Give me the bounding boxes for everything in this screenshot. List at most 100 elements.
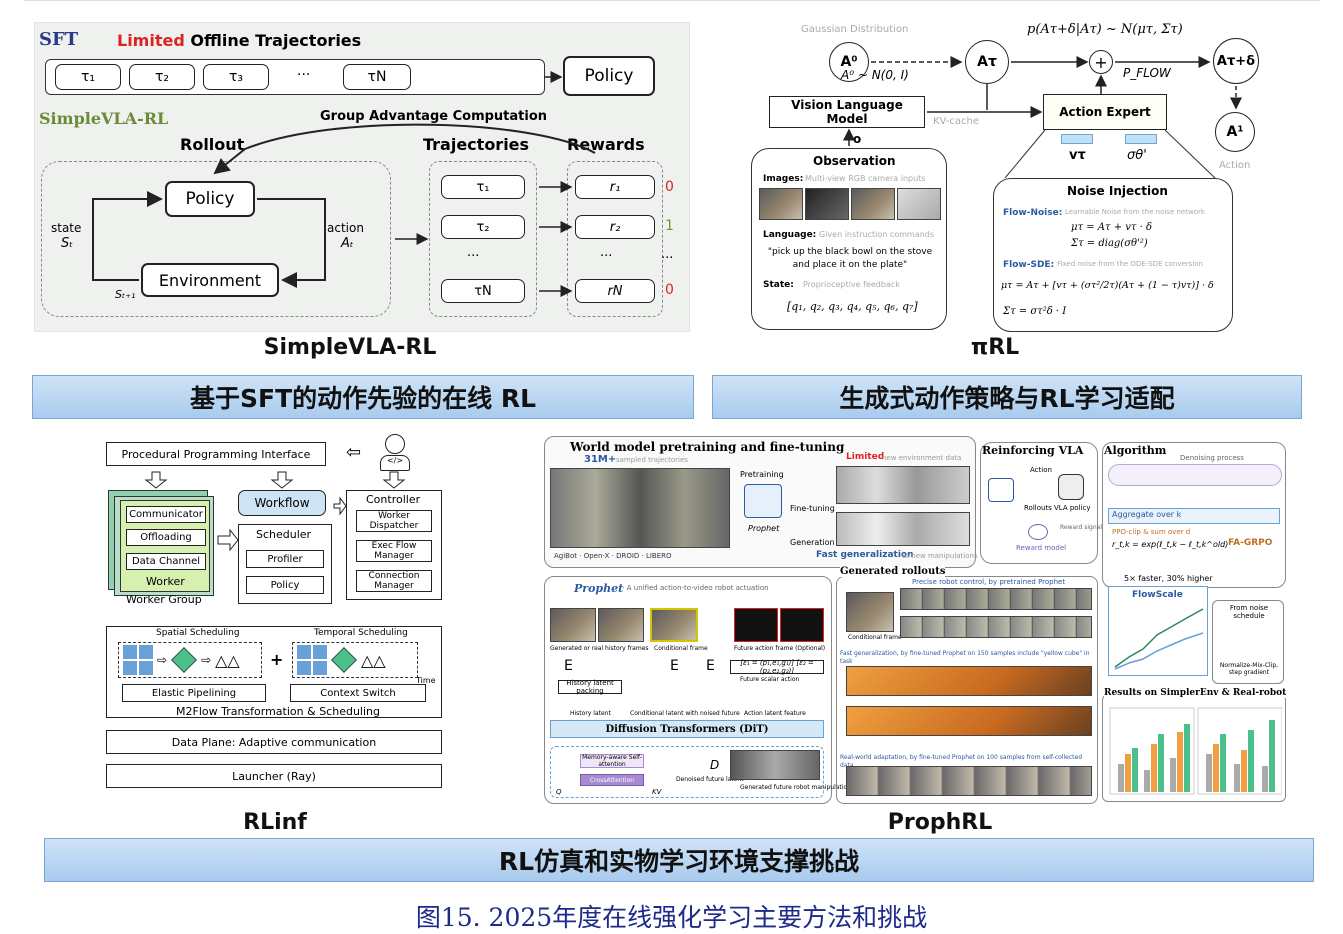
flow-sde-eq-2: Στ = στ²δ · I <box>1003 306 1067 317</box>
action-latent-label: Action latent feature <box>744 710 806 717</box>
reinforcing-vla-box <box>980 442 1098 564</box>
sum-node: + <box>1089 50 1113 74</box>
dit-detail-box <box>550 746 824 798</box>
ppi-arrow-icon: ⇦ <box>346 442 362 463</box>
data-channel-box: Data Channel <box>126 553 206 570</box>
simplevla-rl-figure: SFT Limited Offline Trajectories τ₁ τ₂ τ… <box>34 22 690 332</box>
pirl-arrows <box>843 56 1242 179</box>
history-frame-1 <box>550 608 596 642</box>
observation-box <box>751 148 947 330</box>
temporal-schedule-diagram: △△ <box>292 642 418 678</box>
flow-noise-eq-2: Στ = diag(σθ'²) <box>1071 238 1148 249</box>
fastgen-row-1 <box>846 666 1092 696</box>
denoising-label: Denoising process <box>1180 454 1244 462</box>
figure-caption: 图15. 2025年度在线强化学习主要方法和挑战 <box>415 903 928 932</box>
ratio-eq: r_t,k = exp(ℓ_t,k − ℓ_t,k^old) <box>1112 540 1229 549</box>
tau-ellipsis: ··· <box>297 67 311 83</box>
plus-icon: + <box>270 650 284 669</box>
logo-droid: DROID <box>616 552 640 560</box>
denoising-chain <box>1108 464 1282 486</box>
pretraining-mosaic <box>550 468 730 548</box>
history-frame-2 <box>598 608 644 642</box>
offloading-box: Offloading <box>126 529 206 546</box>
precise-row-1 <box>900 588 1092 610</box>
images-label: Images: <box>763 174 804 184</box>
vlm-box: Vision Language Model <box>769 96 925 128</box>
rlinf-caption: RLinf <box>243 810 307 835</box>
tau-1: τ₁ <box>55 64 121 90</box>
kv-label: KV <box>652 788 662 796</box>
flow-sde-desc: Fixed noise from the ODE-SDE conversion <box>1057 260 1203 268</box>
reinforcing-title: Reinforcing VLA <box>982 444 1084 457</box>
trajectories-label: Trajectories <box>423 135 530 154</box>
sigma-label: σθ' <box>1127 148 1147 163</box>
prophrl-figure: World model pretraining and fine-tuning … <box>540 432 1290 807</box>
data-plane-box: Data Plane: Adaptive communication <box>106 730 442 754</box>
flowscale-plot <box>1108 586 1208 676</box>
generated-rollouts-box <box>836 576 1098 804</box>
rf-reward-signal: Reward signal <box>1060 524 1102 531</box>
a0-distribution: A⁰ ~ N(0, I) <box>841 68 909 82</box>
banner-generative-policy: 生成式动作策略与RL学习适配 <box>712 375 1302 419</box>
action-expert-box: Action Expert <box>1043 94 1167 130</box>
rlinf-arrows <box>144 471 406 552</box>
transition-eq: p(Aτ+δ|Aτ) ~ N(μτ, Στ) <box>1027 22 1183 37</box>
gen-rollouts-title: Generated rollouts <box>840 566 946 577</box>
spatial-schedule-diagram: ⇨ ⇨ △△ <box>118 642 262 678</box>
future-frame-1 <box>734 608 778 642</box>
action-label: action <box>327 221 364 235</box>
rf-action-label: Action <box>1030 466 1052 474</box>
reward-value-ellipsis: ··· <box>661 251 674 266</box>
flow-noise-eq-1: μτ = Aτ + vτ · δ <box>1071 222 1152 233</box>
prophet-robot-icon <box>744 484 782 518</box>
observation-title: Observation <box>813 154 896 168</box>
real-world-label: Real-world adaptation, by fine-tuned Pro… <box>840 754 1083 769</box>
state-symbol: Sₜ <box>61 236 74 251</box>
m2flow-label: M2Flow Transformation & Scheduling <box>176 705 380 718</box>
group-advantage-label: Group Advantage Computation <box>320 109 548 124</box>
reward-ellipsis: ··· <box>600 249 613 264</box>
future-scalar-label: Future scalar action <box>740 676 800 683</box>
connection-manager-box: Connection Manager <box>356 570 432 592</box>
temporal-label: Temporal Scheduling <box>314 628 408 638</box>
spatial-label: Spatial Scheduling <box>156 628 240 638</box>
aggregate-box <box>1108 508 1280 524</box>
q-label: Q <box>556 788 562 796</box>
generated-future-label: Generated future robot manipulation <box>740 784 851 791</box>
encoder-e3: E <box>706 658 715 674</box>
encoder-e1: E <box>564 658 573 674</box>
worker-dispatcher-box: Worker Dispatcher <box>356 510 432 532</box>
memory-attention-box: Memory-aware Self-attention <box>580 754 644 768</box>
obs-image-1 <box>759 188 803 220</box>
action-symbol: Aₜ <box>341 236 354 251</box>
prophet-label: Prophet <box>748 524 780 533</box>
noise-injection-title: Noise Injection <box>1067 184 1168 198</box>
future-frame-label: Future action frame (Optional) <box>734 645 826 652</box>
from-noise-label: From noise schedule <box>1229 604 1269 620</box>
a0-node: A⁰ <box>829 42 869 82</box>
action-caption: Action <box>1219 160 1251 171</box>
denoised-label: Denoised future latent <box>676 776 744 783</box>
normalize-label: Normalize-Mix-Clip, step gradient <box>1219 662 1279 676</box>
controller-label: Controller <box>366 493 421 506</box>
offline-trajectory-bar <box>45 59 545 95</box>
simplevla-caption: SimpleVLA-RL <box>263 335 437 360</box>
history-latent-label: History latent <box>570 710 611 717</box>
ppo-label: PPO-clip & sum over d <box>1112 528 1191 536</box>
logo-openx: Open-X <box>583 552 610 560</box>
limited-word: Limited <box>117 31 185 50</box>
cond-frame2-label: Conditional frame <box>848 634 902 641</box>
traj-item-2: τ₂ <box>441 215 525 239</box>
encoder-e2: E <box>670 658 679 674</box>
fast-gen-label: Fast generalization <box>816 550 914 560</box>
noise-schedule-box <box>1212 600 1284 684</box>
policy-box: Policy <box>246 576 324 594</box>
traj-item-1: τ₁ <box>441 175 525 199</box>
noise-injection-box <box>993 178 1233 332</box>
developer-icon: </> <box>378 434 412 474</box>
rewards-frame <box>567 161 663 317</box>
precise-row-2 <box>900 616 1092 638</box>
finetuning-label: Fine-tuning <box>790 504 835 513</box>
aggregate-label: Aggregate over k <box>1112 510 1182 519</box>
rf-prophet-icon <box>988 478 1014 502</box>
